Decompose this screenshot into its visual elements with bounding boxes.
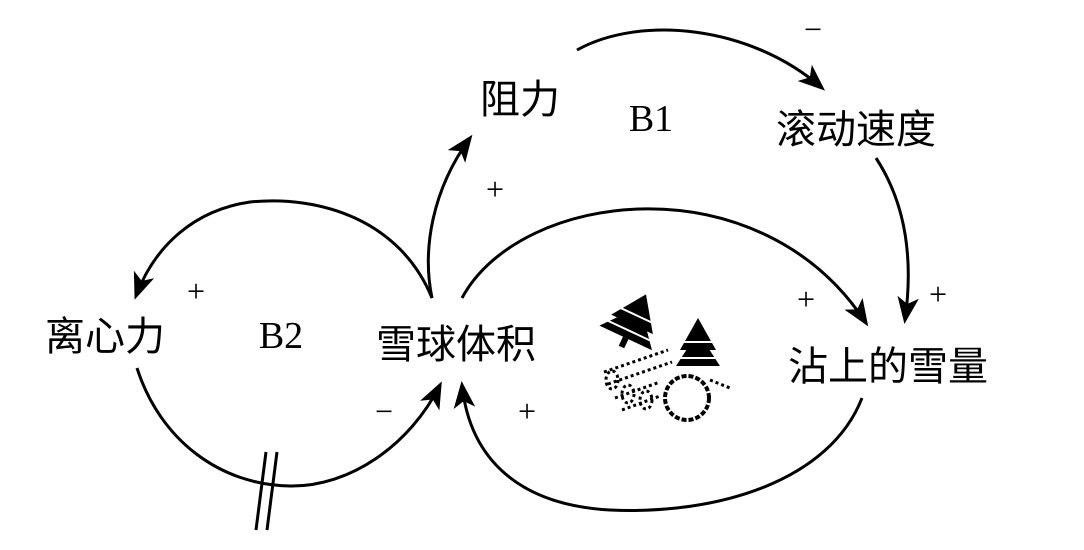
snowball-rolling-icon xyxy=(599,294,731,422)
node-resistance: 阻力 xyxy=(480,77,560,123)
polarity-speed-to-snow: + xyxy=(929,276,947,312)
link-snow-to-volume xyxy=(453,380,864,512)
node-centrifugal-force: 离心力 xyxy=(45,314,165,360)
loop-label-b1: B1 xyxy=(629,98,673,140)
link-volume-to-resistance xyxy=(426,134,473,299)
link-speed-to-snow xyxy=(874,157,919,325)
polarity-volume-to-centrifugal: + xyxy=(187,273,205,309)
link-volume-to-snow xyxy=(460,207,869,327)
link-resistance-to-speed xyxy=(576,28,826,91)
polarity-centrifugal-to-volume: − xyxy=(375,393,393,429)
node-snowball-volume: 雪球体积 xyxy=(376,322,536,368)
polarity-snow-to-volume: + xyxy=(518,393,536,429)
link-volume-to-centrifugal xyxy=(133,199,434,300)
polarity-resistance-to-speed: − xyxy=(804,11,822,47)
polarity-volume-to-snow: + xyxy=(797,281,815,317)
loop-label-b2: B2 xyxy=(259,315,303,357)
polarity-volume-to-resistance: + xyxy=(486,171,504,207)
link-centrifugal-to-volume xyxy=(135,367,442,488)
node-rolling-speed: 滚动速度 xyxy=(776,107,936,153)
delay-mark xyxy=(254,451,279,531)
node-snow-stuck: 沾上的雪量 xyxy=(788,344,988,390)
